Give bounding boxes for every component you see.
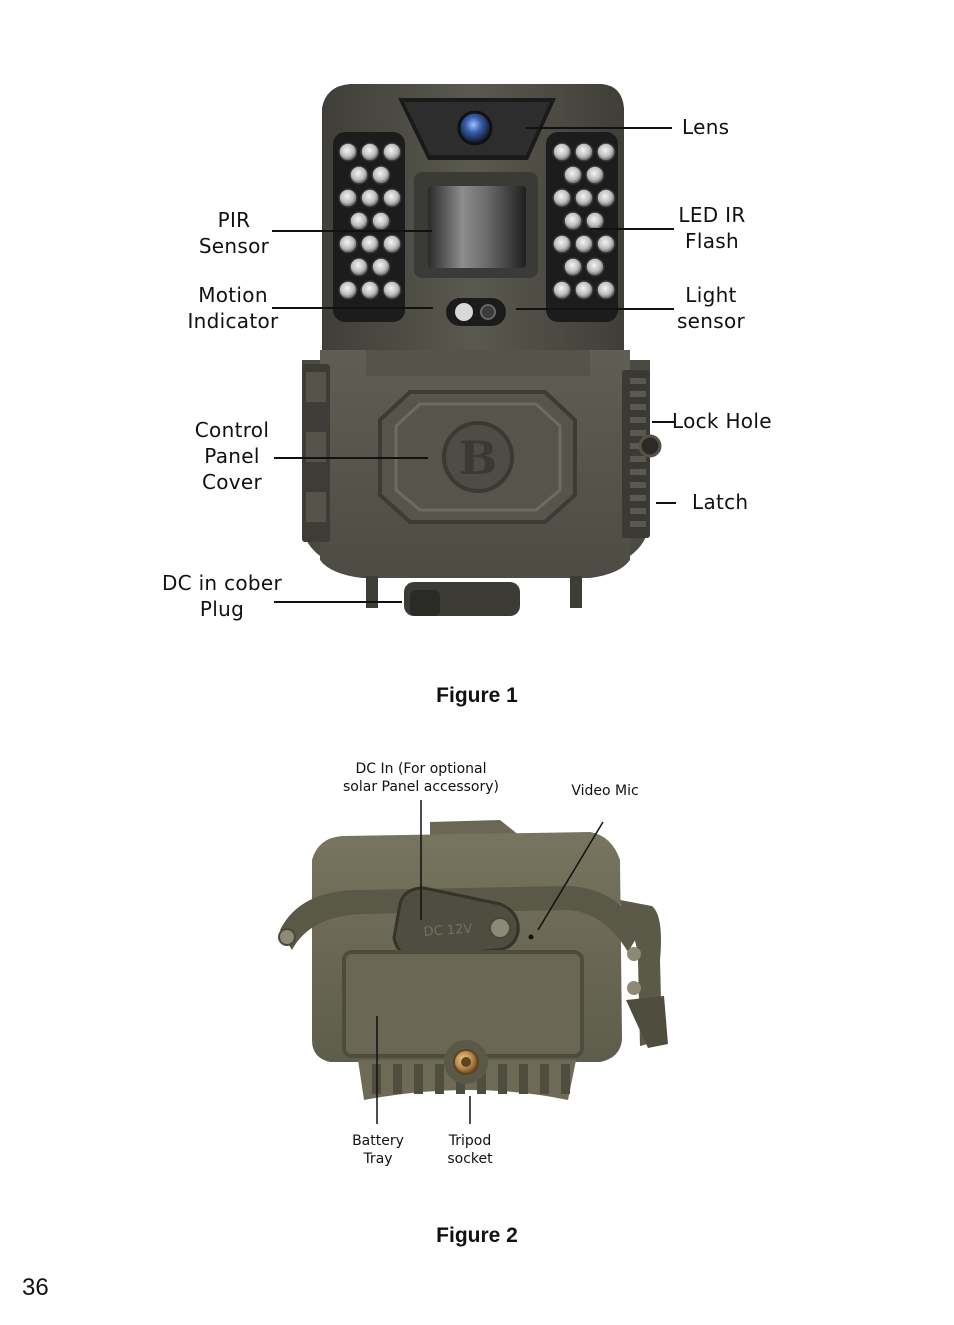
latch-tooth [630, 521, 646, 527]
logo-letter: B [459, 431, 498, 485]
light-sensor-icon [480, 304, 496, 320]
led-icon [360, 280, 380, 300]
figure-2-leader-lines [376, 800, 604, 1124]
led-icon [349, 257, 369, 277]
led-icon [360, 234, 380, 254]
led-icon [552, 280, 572, 300]
led-icon [552, 142, 572, 162]
camera-lower-body: B [302, 350, 662, 616]
led-icon [552, 234, 572, 254]
led-icon [596, 142, 616, 162]
led-icon [563, 257, 583, 277]
led-icon [371, 211, 391, 231]
led-icon [338, 188, 358, 208]
label-latch: Latch [692, 490, 749, 514]
led-icon [563, 211, 583, 231]
led-icon [552, 188, 572, 208]
figure-2-caption: Figure 2 [436, 1224, 518, 1247]
figure-1-leader-lines [272, 127, 676, 603]
cooling-fin [540, 1064, 549, 1094]
led-icon [371, 165, 391, 185]
led-icon [338, 234, 358, 254]
dc-cap-text: DC 12V [423, 922, 473, 940]
cooling-fin [561, 1064, 570, 1094]
figure-2-camera-bottom: DC 12V [278, 800, 668, 1124]
label-lock-hole: Lock Hole [672, 409, 772, 433]
led-icon [382, 234, 402, 254]
latch-tooth [630, 417, 646, 423]
cooling-fin [477, 1064, 486, 1094]
led-icon [574, 280, 594, 300]
latch-tooth [630, 482, 646, 488]
page-number: 36 [22, 1274, 49, 1301]
led-icon [596, 188, 616, 208]
bushnell-logo-icon [442, 421, 514, 493]
led-icon [585, 211, 605, 231]
led-icon [382, 280, 402, 300]
label-video-mic: Video Mic [571, 783, 639, 799]
led-icon [596, 234, 616, 254]
latch-tooth [630, 469, 646, 475]
latch-tooth [630, 495, 646, 501]
led-icon [371, 257, 391, 277]
figure-1-camera-front: B [272, 84, 676, 616]
cooling-fin [435, 1064, 444, 1094]
latch-tooth [630, 430, 646, 436]
led-icon [338, 142, 358, 162]
camera-upper-body [322, 84, 624, 350]
cooling-fin [414, 1064, 423, 1094]
lock-hole-icon [638, 434, 662, 458]
latch-tooth [630, 443, 646, 449]
cooling-fin [393, 1064, 402, 1094]
led-icon [563, 165, 583, 185]
led-icon [360, 142, 380, 162]
label-lens: Lens [682, 115, 730, 139]
latch-tooth [630, 508, 646, 514]
led-icon [574, 234, 594, 254]
latch-tooth [630, 391, 646, 397]
led-icon [585, 165, 605, 185]
led-icon [574, 188, 594, 208]
figure-1-caption: Figure 1 [436, 684, 518, 707]
latch-tooth [630, 378, 646, 384]
led-icon [360, 188, 380, 208]
camera-bottom-body: DC 12V [278, 820, 668, 1100]
led-icon [382, 142, 402, 162]
motion-indicator-icon [455, 303, 473, 321]
cooling-fin [498, 1064, 507, 1094]
led-icon [338, 280, 358, 300]
video-mic-icon [528, 934, 534, 940]
lens-icon [457, 110, 493, 146]
led-icon [349, 165, 369, 185]
led-ir-right-array [552, 142, 616, 300]
latch-tooth [630, 404, 646, 410]
led-icon [382, 188, 402, 208]
led-icon [574, 142, 594, 162]
led-icon [596, 280, 616, 300]
latch-tooth [630, 456, 646, 462]
led-ir-left-array [338, 142, 402, 300]
cooling-fin [519, 1064, 528, 1094]
led-icon [349, 211, 369, 231]
pir-sensor-window [428, 186, 526, 268]
led-icon [585, 257, 605, 277]
